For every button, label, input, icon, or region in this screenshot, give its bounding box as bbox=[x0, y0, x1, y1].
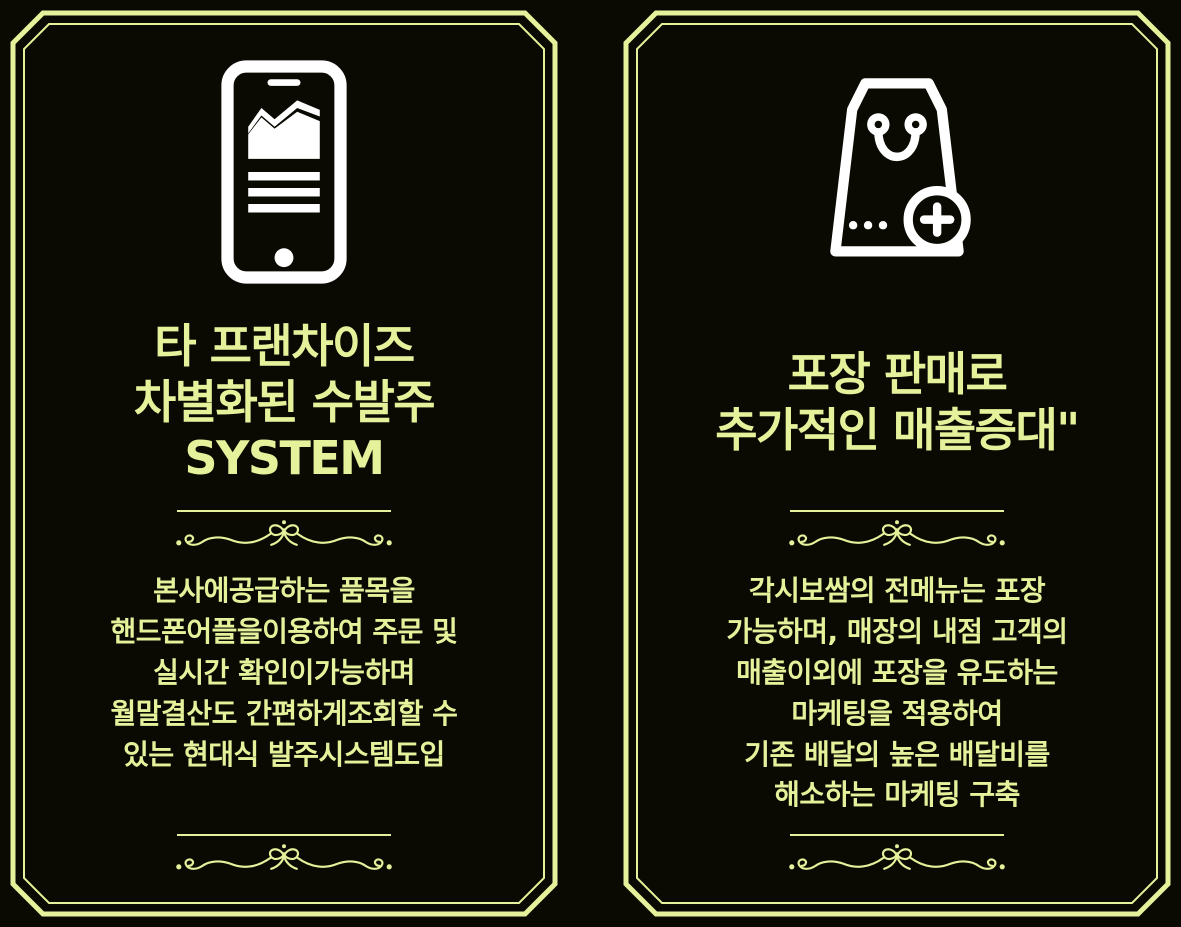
title-line: 추가적인 매출증대" bbox=[715, 403, 1080, 457]
body-line: 마케팅을 적용하여 bbox=[791, 696, 1003, 730]
flourish-divider bbox=[166, 510, 402, 551]
body-line: 기존 배달의 높은 배달비를 bbox=[744, 737, 1050, 771]
title-line: 포장 판매로 bbox=[787, 346, 1008, 401]
panel-order-system: 타 프랜차이즈 차별화된 수발주 SYSTEM bbox=[10, 10, 558, 917]
panel-content: 타 프랜차이즈 차별화된 수발주 SYSTEM bbox=[52, 52, 516, 875]
body-line: 매출이외에 포장을 유도하는 bbox=[736, 655, 1058, 689]
title-line: SYSTEM bbox=[184, 431, 385, 486]
panel-content: 포장 판매로 추가적인 매출증대" bbox=[665, 52, 1129, 875]
divider-rule bbox=[790, 510, 1004, 512]
body-line: 본사에공급하는 품목을 bbox=[153, 574, 415, 607]
title-line: 차별화된 수발주 bbox=[133, 374, 436, 429]
body-line: 월말결산도 간편하게조회할 수 bbox=[110, 696, 458, 730]
flourish-ornament-icon bbox=[176, 520, 392, 546]
panel-title: 타 프랜차이즈 차별화된 수발주 SYSTEM bbox=[133, 312, 436, 492]
panel-takeout-sales: 포장 판매로 추가적인 매출증대" bbox=[623, 10, 1171, 917]
title-line: 타 프랜차이즈 bbox=[154, 318, 415, 373]
flourish-ornament-icon bbox=[176, 844, 392, 870]
smartphone-chart-icon bbox=[218, 56, 350, 288]
body-line: 실시간 확인이가능하며 bbox=[153, 655, 415, 689]
flourish-divider bbox=[779, 510, 1015, 551]
divider-rule bbox=[177, 834, 391, 836]
divider-rule bbox=[177, 510, 391, 512]
panel-body: 각시보쌈의 전메뉴는 포장 가능하며, 매장의 내점 고객의 매출이외에 포장을… bbox=[726, 571, 1068, 816]
panel-title: 포장 판매로 추가적인 매출증대" bbox=[715, 312, 1080, 492]
body-line: 해소하는 마케팅 구축 bbox=[774, 778, 1020, 812]
body-line: 있는 현대식 발주시스템도입 bbox=[123, 737, 445, 771]
flourish-divider bbox=[779, 834, 1015, 875]
flourish-ornament-icon bbox=[789, 844, 1005, 870]
panel-body: 본사에공급하는 품목을 핸드폰어플을이용하여 주문 및 실시간 확인이가능하며 … bbox=[111, 571, 458, 775]
body-line: 핸드폰어플을이용하여 주문 및 bbox=[110, 614, 458, 648]
divider-rule bbox=[790, 834, 1004, 836]
shopping-bag-plus-icon bbox=[799, 56, 995, 288]
body-line: 가능하며, 매장의 내점 고객의 bbox=[726, 614, 1068, 648]
body-line: 각시보쌈의 전메뉴는 포장 bbox=[748, 574, 1046, 607]
flourish-ornament-icon bbox=[789, 520, 1005, 546]
flourish-divider bbox=[166, 834, 402, 875]
